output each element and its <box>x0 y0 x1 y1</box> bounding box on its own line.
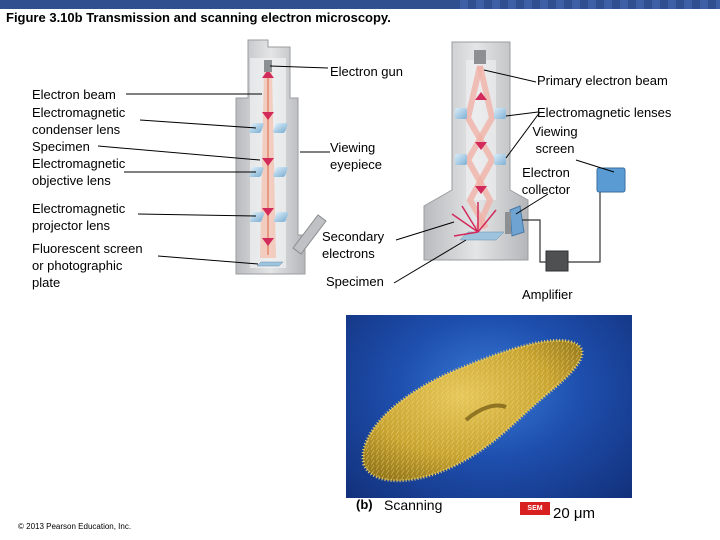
amplifier <box>545 250 569 272</box>
figure-title: Figure 3.10b Transmission and scanning e… <box>6 10 391 25</box>
electron-collector <box>505 205 525 237</box>
panel-letter: (b) <box>356 497 373 512</box>
scale-label: 20 μm <box>553 505 595 522</box>
viewing-screen <box>596 167 626 193</box>
sem-specimen <box>451 202 505 241</box>
label-electromagnetic-lenses: Electromagnetic lenses <box>537 105 672 120</box>
tem-lenses <box>249 60 289 267</box>
sem-beam <box>464 65 496 230</box>
label-secondary-electrons: Secondary electrons <box>322 229 385 261</box>
top-banner-pattern <box>460 0 720 9</box>
sem-badge: SEM <box>520 502 550 515</box>
tem-instrument <box>235 39 327 275</box>
label-sem-specimen: Specimen <box>326 274 384 289</box>
label-projector-lens: Electromagnetic projector lens <box>32 201 126 233</box>
sem-leader-lines <box>393 69 615 284</box>
label-viewing-eyepiece: Viewing eyepiece <box>330 140 383 172</box>
paramecium-image <box>361 338 584 483</box>
sem-lenses <box>455 108 506 165</box>
label-electron-gun: Electron gun <box>330 64 403 79</box>
label-tem-specimen: Specimen <box>32 139 90 154</box>
label-viewing-screen: Viewing screen <box>532 124 578 156</box>
tem-beam <box>260 70 276 258</box>
tem-leader-lines <box>97 65 330 265</box>
panel-caption: Scanning <box>384 497 443 513</box>
label-electron-beam: Electron beam <box>32 87 116 102</box>
sem-micrograph <box>346 315 632 498</box>
copyright: © 2013 Pearson Education, Inc. <box>18 522 132 531</box>
label-objective-lens: Electromagnetic objective lens <box>32 156 126 188</box>
label-condenser-lens: Electromagnetic condenser lens <box>32 105 126 137</box>
top-banner <box>0 0 720 9</box>
label-amplifier: Amplifier <box>522 287 573 302</box>
label-electron-collector: Electron collector <box>521 165 571 197</box>
label-fluorescent-screen: Fluorescent screen or photographic plate <box>32 241 143 290</box>
label-primary-electron-beam: Primary electron beam <box>537 73 668 88</box>
